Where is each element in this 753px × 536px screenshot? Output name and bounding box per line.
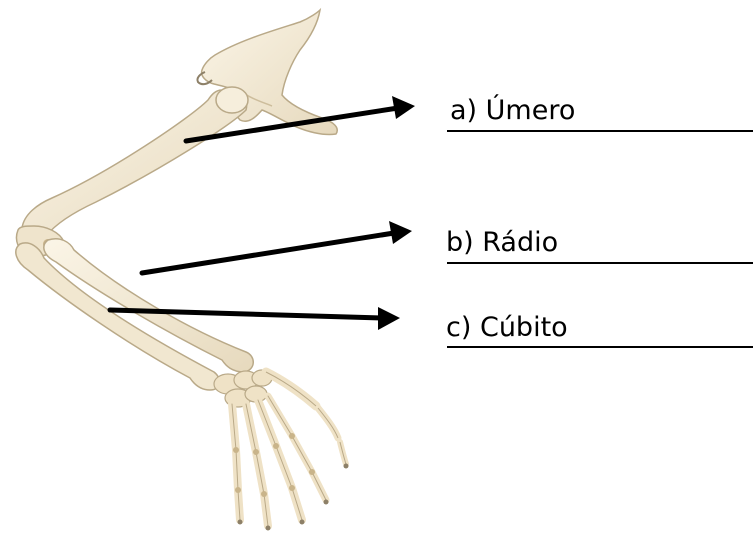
arrowhead-icon	[389, 221, 412, 244]
label-radius: b) Rádio	[446, 229, 558, 256]
humerus	[22, 87, 248, 240]
label-humerus: a) Úmero	[450, 97, 575, 124]
arrow-radius	[142, 221, 412, 273]
answer-line-humerus	[447, 130, 753, 132]
arrowhead-icon	[378, 307, 400, 330]
answer-line-radius	[447, 262, 753, 264]
finger-bones	[232, 396, 349, 531]
answer-line-ulna	[447, 346, 753, 348]
arrowhead-icon	[392, 96, 415, 119]
label-ulna: c) Cúbito	[446, 314, 568, 341]
